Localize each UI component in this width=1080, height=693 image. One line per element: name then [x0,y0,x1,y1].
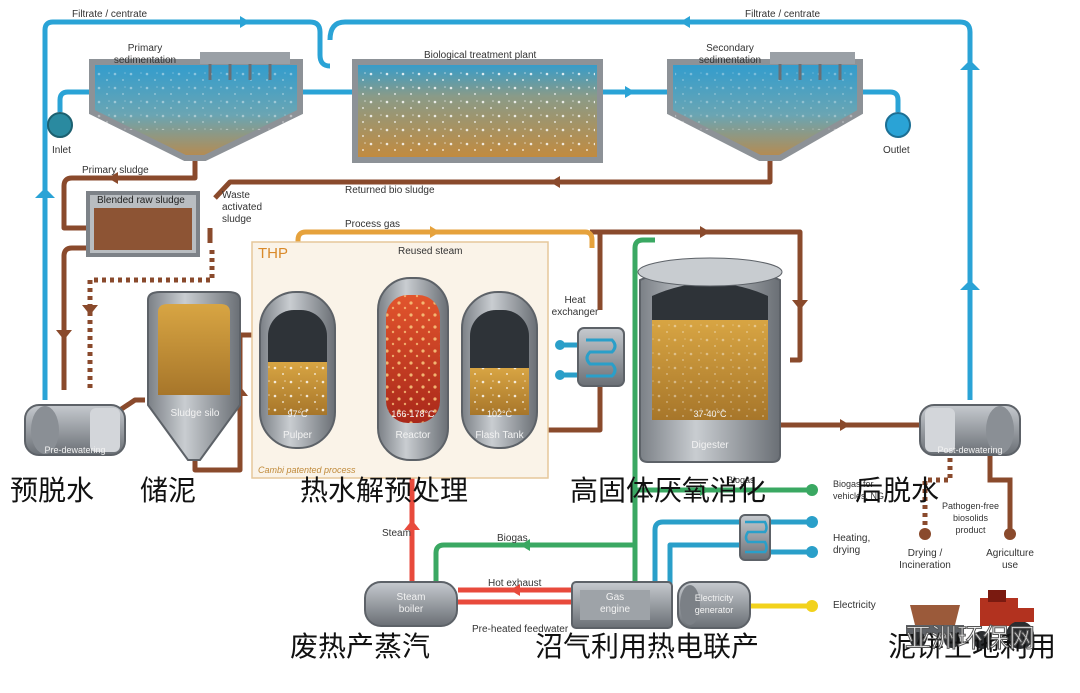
sludge-lines [61,150,920,473]
steam-boiler [364,581,458,627]
reactor-vessel [377,277,449,461]
primary-sedimentation-tank [89,52,303,161]
process-gas-arrow [430,226,440,238]
biogas-arrows [520,484,818,551]
bio-treatment-tank [352,59,603,163]
steam-boiler-label: Steam boiler [396,592,426,615]
bio-plant-label: Biological treatment plant [424,50,537,61]
was-label: Waste activated sludge [222,190,263,225]
blended-sludge-label: Blended raw sludge [97,195,185,206]
reactor-label: Reactor [395,430,431,441]
flash-tank-label: Flash Tank [475,430,524,441]
inlet-label: Inlet [52,145,71,156]
watermark: 亚洲环保网 [904,624,1036,655]
electricity-generator [677,581,751,629]
electricity-label: Electricity [833,600,876,611]
digester-tank [637,257,783,463]
returned-sludge-label: Returned bio sludge [345,185,435,196]
heating-exchanger [739,514,771,561]
agriculture-label: Agriculture use [986,548,1034,571]
cambi-label: Cambi patented process [258,465,356,475]
secondary-sed-label: Secondary sedimentation [698,43,762,66]
caption-post-dewater: 后脱水 [855,474,940,507]
heat-lines [560,342,810,585]
biogas-vehicle-label: Biogas for vehicles, NG [833,479,885,501]
post-dewatering-label: Post-dewatering [937,445,1003,455]
inlet-marker [47,112,73,138]
reactor-temp: 166-178°C [391,409,435,419]
outlet-marker [885,112,911,138]
electricity-line [750,600,818,612]
caption-thermal-hydrolysis: 热水解预处理 [300,474,469,507]
electricity-gen-label: Electricity generator [694,593,734,615]
heat-exchanger-label: Heat exchanger [551,295,599,318]
filtrate-label-right: Filtrate / centrate [745,9,821,20]
primary-sludge-label: Primary sludge [82,165,149,176]
sludge-dotted [87,250,215,390]
biogas-label: Biogas [497,533,528,544]
pulper-label: Pulper [283,430,312,441]
flash-temp: 102°C [486,409,513,419]
caption-pre-dewater: 预脱水 [10,474,95,507]
heat-exchanger [577,327,625,387]
gas-engine [571,581,673,629]
sludge-silo-label: Sludge silo [170,408,220,419]
truck-icon [906,605,964,648]
process-gas-label: Process gas [345,219,401,230]
caption-digestion: 高固体厌氧消化 [570,474,767,507]
biogas-small-label: Biogas [727,475,755,485]
caption-storage: 储泥 [140,474,197,507]
digester-label: Digester [691,440,729,451]
post-outputs [922,450,1013,530]
reused-steam-label: Reused steam [398,246,463,257]
gas-engine-label: Gas engine [599,592,631,615]
pulper-vessel [259,291,336,449]
steam-label: Steam [382,528,411,539]
process-gas-line [295,229,595,298]
drying-incineration-label: Drying / Incineration [899,548,951,571]
biogas-lines [433,237,810,585]
outlet-label: Outlet [883,145,910,156]
pre-dewatering-unit [24,404,126,456]
filtrate-arrows [35,16,980,290]
secondary-sedimentation-tank [667,52,863,161]
pre-dewatering-label: Pre-dewatering [44,445,106,455]
sludge-silo [147,291,241,461]
primary-sed-label: Primary sedimentation [113,43,177,66]
digester-temp: 37-40°C [693,409,727,419]
hot-exhaust-label: Hot exhaust [488,578,542,589]
filtrate-lines [42,19,973,400]
flash-tank-vessel [461,291,538,449]
pulper-temp: 97°C [287,409,308,419]
preheated-label: Pre-heated feedwater [472,624,569,635]
post-dewatering-unit [919,404,1021,456]
blended-sludge-tank [86,191,200,257]
filtrate-label-left: Filtrate / centrate [72,9,148,20]
caption-waste-heat: 废热产蒸汽 [290,630,431,663]
caption-land-use: 泥饼土地利用 [888,630,1057,663]
heat-outlets [555,340,818,558]
caption-chp: 沼气利用热电联产 [535,630,760,663]
tractor-icon [973,590,1034,649]
thp-label: THP [258,245,288,262]
sludge-arrows [56,172,850,431]
heating-label: Heating, drying [833,533,871,556]
pathogen-free-label: Pathogen-free biosolids product [941,501,1000,535]
